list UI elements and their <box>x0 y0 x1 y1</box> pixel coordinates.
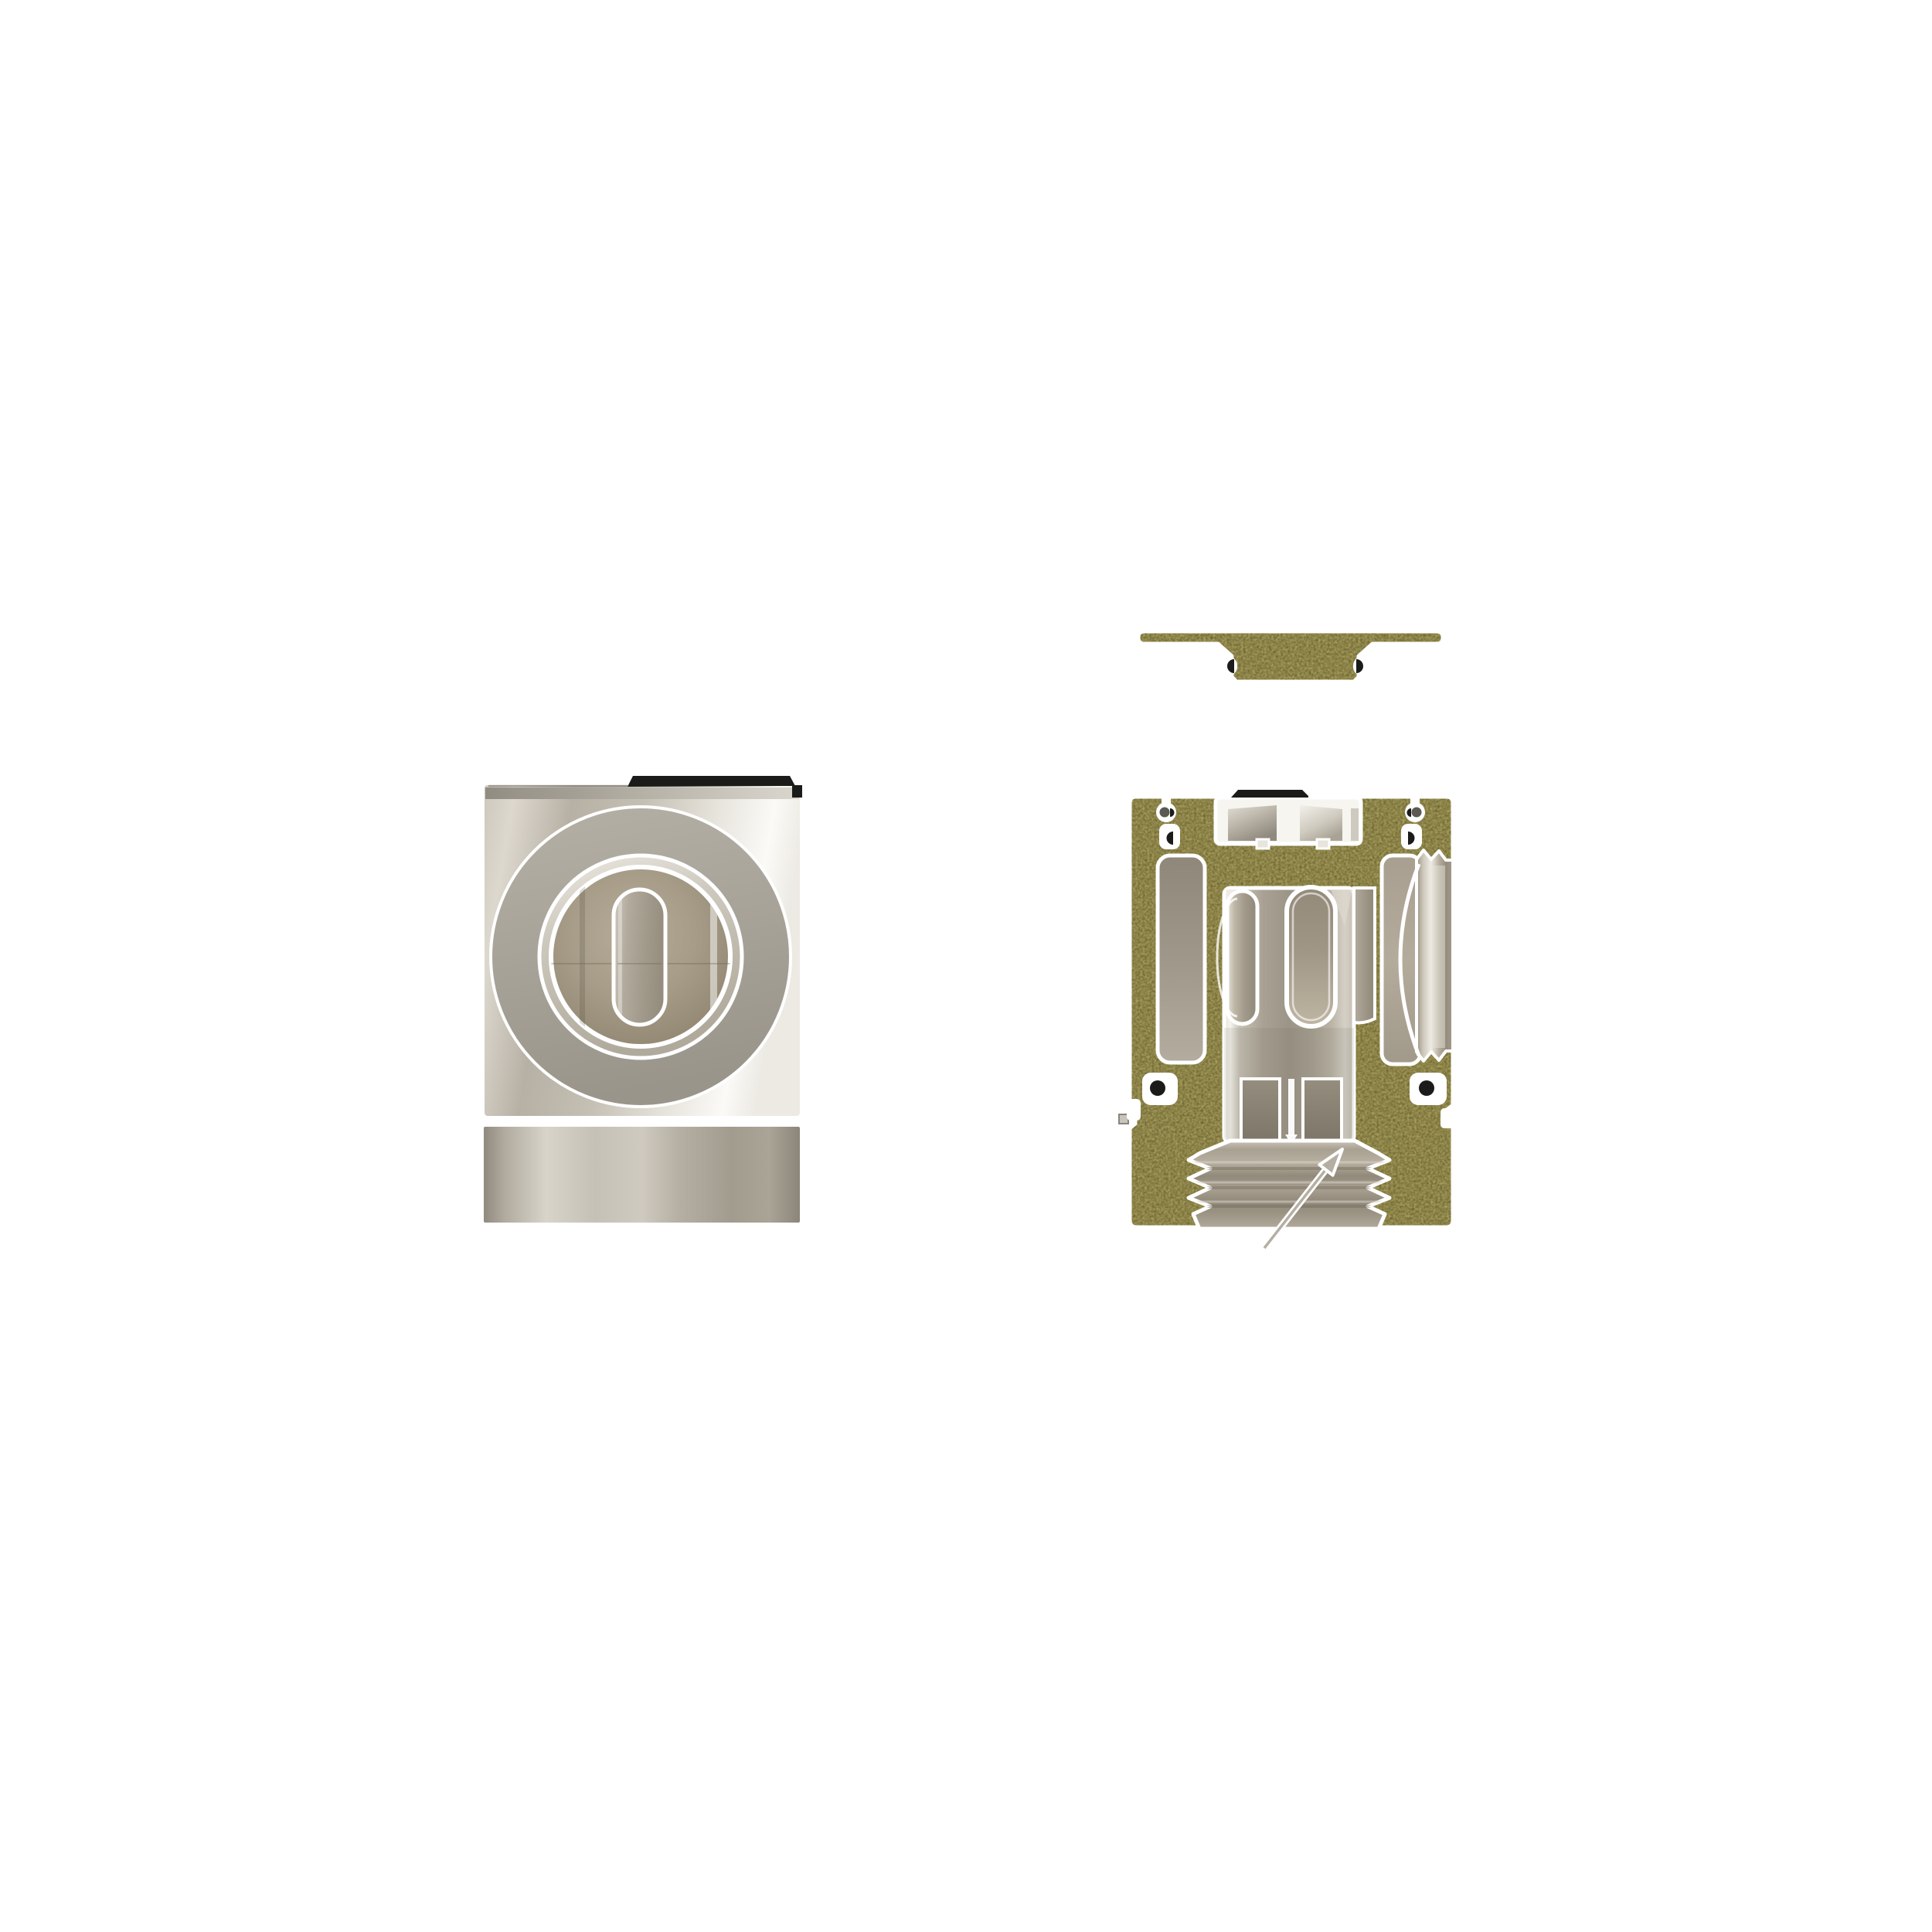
section-arrow-head <box>1318 1148 1344 1177</box>
flange-section-view[interactable] <box>1136 629 1445 684</box>
keyway-edge-highlight <box>618 896 622 1017</box>
oring-seal-top-right <box>1406 808 1411 817</box>
flange-oring-left <box>1227 659 1234 673</box>
retainer-slot-left <box>1155 853 1207 1065</box>
oring-seal-bottom-left <box>1150 1080 1165 1096</box>
oring-seal-top-left <box>1170 808 1175 817</box>
keyway-boss <box>611 887 668 1027</box>
oring-seal-right-lower <box>1408 832 1415 845</box>
core-slot-right-inner <box>1291 892 1331 1022</box>
female-thread-section <box>1415 849 1454 1063</box>
body-outline <box>1128 794 1455 1230</box>
port-neck <box>1352 886 1376 1025</box>
core-slot-left-wall <box>1216 897 1238 1018</box>
body-step-notch-left <box>1127 1099 1141 1121</box>
bore-chamfer-right <box>1331 889 1352 926</box>
cap-seal-section <box>1231 790 1308 798</box>
cap-seal-front <box>628 776 795 787</box>
oring-seal-left-lower <box>1166 832 1173 845</box>
gland-facet-right <box>1300 805 1342 841</box>
cap-seal-end <box>792 785 802 798</box>
core-leg-gap-left <box>1240 1077 1281 1144</box>
core-leg-gap-right <box>1301 1077 1343 1144</box>
front-view[interactable] <box>481 776 803 1226</box>
flange-outline <box>1136 629 1445 684</box>
gland-facet-edge <box>1351 808 1359 841</box>
gland-tab-right <box>1315 838 1331 850</box>
cavity-highlight-streak <box>710 872 717 1042</box>
section-arrow-shaft <box>1263 1165 1330 1250</box>
oring-core-top-right <box>1411 807 1422 818</box>
core-slot-right <box>1284 885 1338 1029</box>
core-slot-left <box>1225 889 1260 1026</box>
flange-cut-face <box>1138 631 1443 682</box>
body-top-strip <box>485 787 799 799</box>
core-leg-divider <box>1288 1079 1294 1136</box>
thread-band <box>481 1124 803 1226</box>
flange-cut-material <box>1138 631 1443 682</box>
gland-facet-left <box>1228 805 1277 841</box>
body-step-notch-right <box>1440 1108 1454 1128</box>
section-view[interactable] <box>1118 790 1455 1250</box>
cavity-shadow-streak <box>580 881 585 1036</box>
oring-seal-bottom-right <box>1419 1080 1434 1096</box>
oring-core-top-left <box>1159 807 1170 818</box>
gland-tab-left <box>1255 838 1270 850</box>
male-thread-shading <box>1189 1161 1389 1208</box>
thread-cone-highlight <box>1428 866 1445 1048</box>
flange-oring-right <box>1356 659 1363 673</box>
thread-crest-line <box>1398 863 1421 1056</box>
